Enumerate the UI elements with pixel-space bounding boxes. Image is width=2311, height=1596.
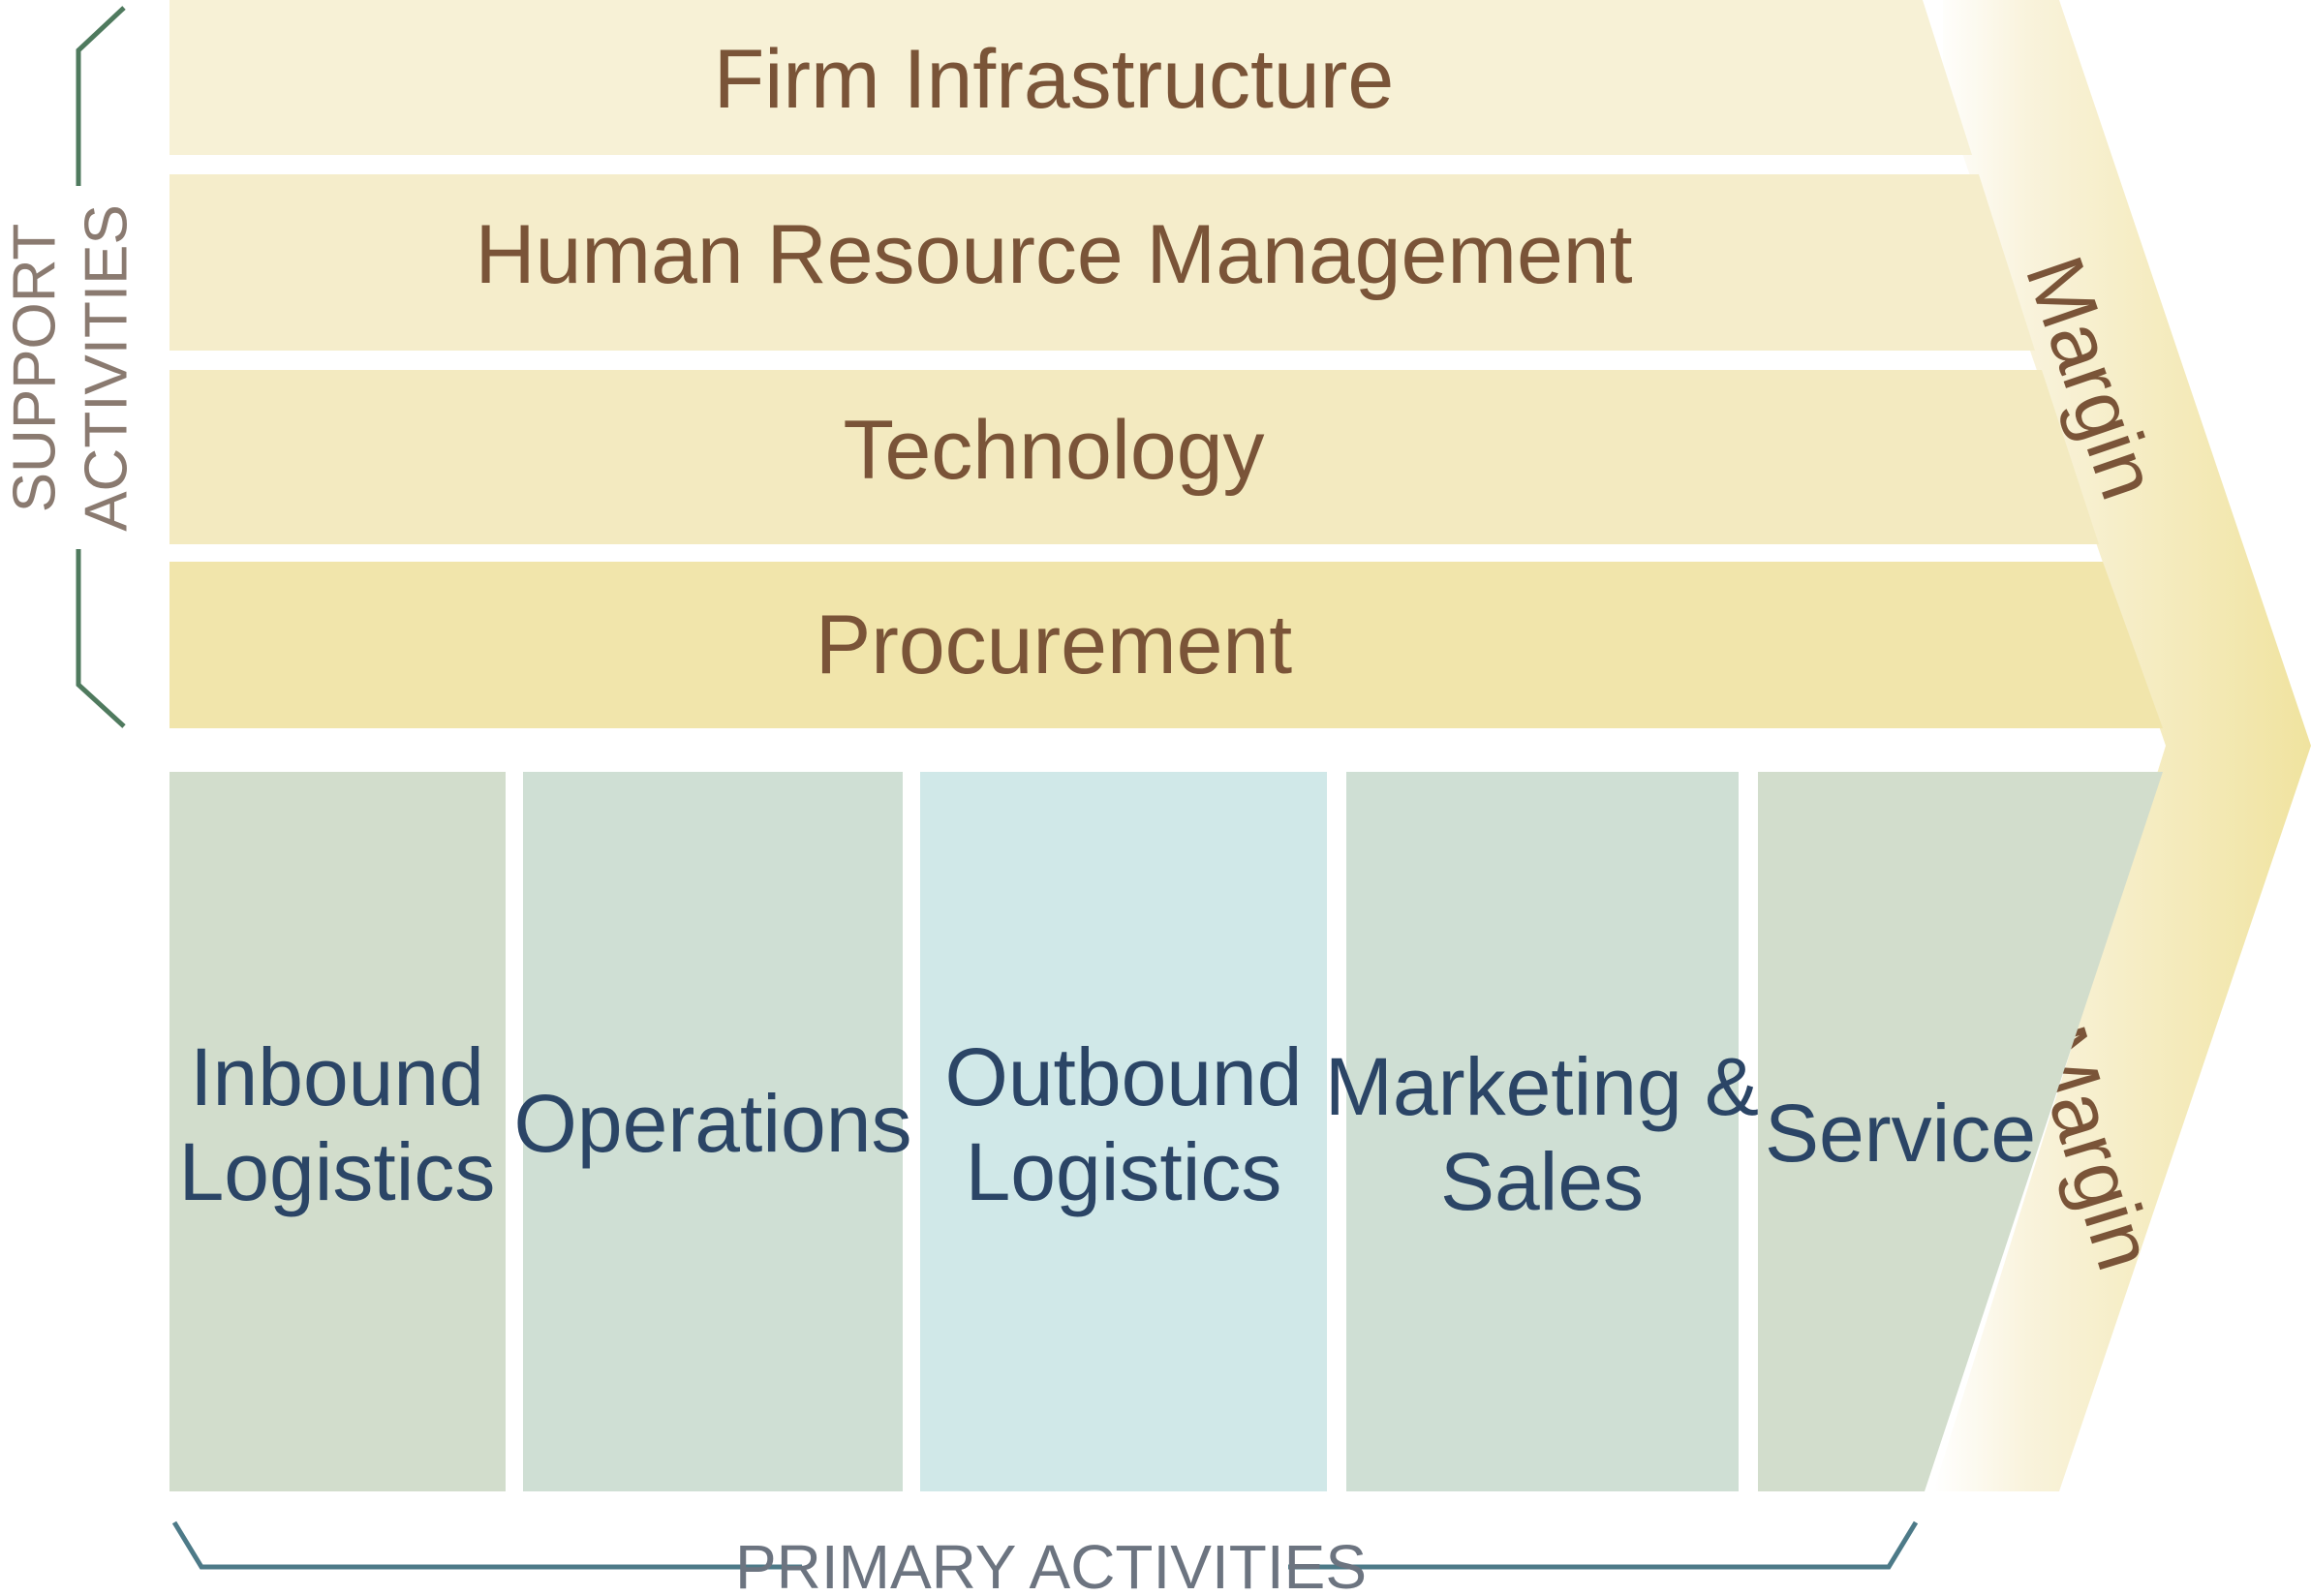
support-activities-label-line2: ACTIVITIES: [74, 204, 140, 532]
primary-label-outbound-logistics-line2: Logistics: [966, 1126, 1282, 1217]
primary-label-inbound-logistics-line1: Inbound: [190, 1031, 484, 1122]
primary-label-marketing-sales-line1: Marketing &: [1325, 1041, 1759, 1132]
primary-label-service: Service: [1765, 1088, 2036, 1179]
primary-label-marketing-sales-line2: Sales: [1440, 1136, 1644, 1227]
primary-label-outbound-logistics-line1: Outbound: [945, 1031, 1303, 1122]
margin-chevron: [1933, 0, 2311, 1491]
support-label-human-resource-management: Human Resource Management: [475, 208, 1632, 301]
primary-column-inbound-logistics: [169, 772, 506, 1491]
primary-column-service: [1758, 772, 2163, 1491]
support-activities: Firm Infrastructure Human Resource Manag…: [169, 0, 2163, 728]
support-label-firm-infrastructure: Firm Infrastructure: [714, 33, 1394, 126]
support-row-human-resource-management: [169, 174, 2035, 351]
primary-label-operations: Operations: [514, 1078, 912, 1169]
support-row-technology: [169, 370, 2099, 544]
primary-column-operations: [523, 772, 903, 1491]
primary-column-marketing-sales: [1346, 772, 1739, 1491]
support-label-procurement: Procurement: [816, 598, 1292, 691]
primary-label-inbound-logistics-line2: Logistics: [179, 1126, 496, 1217]
support-label-technology: Technology: [843, 404, 1264, 497]
primary-column-outbound-logistics: [920, 772, 1327, 1491]
support-row-firm-infrastructure: [169, 0, 1972, 155]
primary-activities: Inbound Logistics Operations Outbound Lo…: [169, 772, 2163, 1491]
support-row-procurement: [169, 562, 2163, 728]
primary-activities-label: PRIMARY ACTIVITIES: [735, 1532, 1367, 1596]
support-activities-label-line1: SUPPORT: [2, 224, 69, 513]
support-activities-bracket: [76, 6, 126, 728]
primary-activities-bracket: [171, 1520, 1919, 1570]
